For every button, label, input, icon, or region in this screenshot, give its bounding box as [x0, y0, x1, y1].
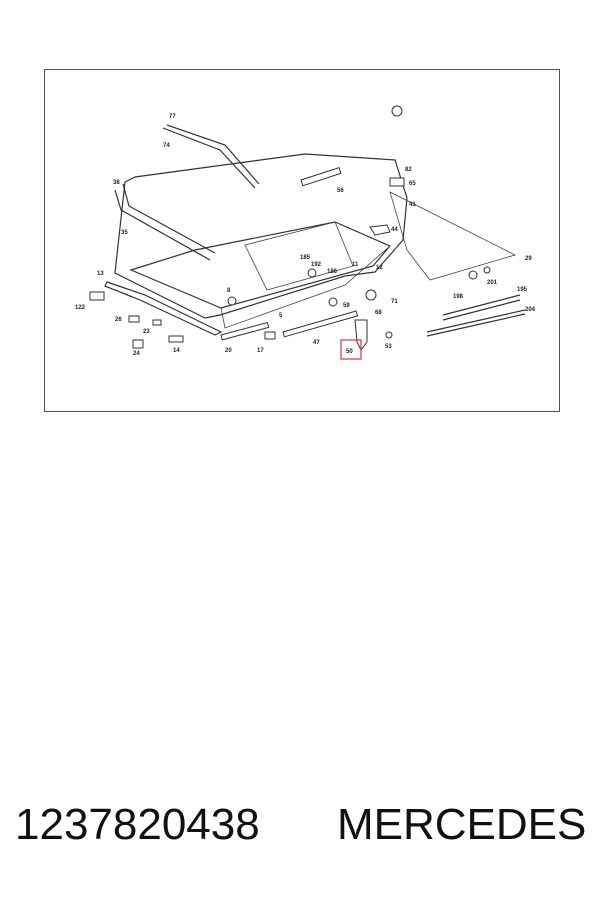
callout-59: 59 [343, 303, 350, 309]
roof-frame-outline [114, 153, 408, 319]
callout-13: 13 [97, 271, 104, 277]
callout-50: 50 [346, 349, 353, 355]
callout-192: 192 [311, 262, 322, 268]
top-rail-strip-inner [166, 124, 260, 185]
part-68 [365, 289, 377, 301]
callout-20: 20 [225, 348, 232, 354]
callout-24: 24 [133, 351, 140, 357]
strip-195-b [442, 299, 521, 321]
screw-82 [391, 105, 403, 117]
callout-65: 65 [409, 181, 416, 187]
part-44 [369, 224, 391, 236]
brand-name: MERCEDES [337, 800, 587, 849]
callout-44: 44 [391, 227, 398, 233]
callout-68: 68 [375, 310, 382, 316]
inner-panel [244, 221, 354, 291]
clip-24 [132, 339, 144, 349]
screw-53 [385, 331, 393, 339]
callout-122: 122 [75, 305, 86, 311]
screw-59 [328, 297, 338, 307]
seal-strip-56 [300, 167, 342, 187]
screw-198 [468, 270, 478, 280]
clip-122 [89, 291, 105, 301]
callout-38: 38 [113, 180, 120, 186]
callout-56: 56 [337, 188, 344, 194]
strip-204-b [426, 313, 526, 337]
nut-8 [227, 296, 237, 306]
callout-8: 8 [227, 288, 231, 294]
clip-23 [152, 319, 162, 326]
callout-71: 71 [391, 299, 398, 305]
parts-diagram-frame: 77 74 38 82 65 56 41 35 44 29 13 185 192… [44, 69, 560, 412]
callout-41: 41 [409, 202, 416, 208]
screw-201 [483, 266, 491, 274]
clip-14 [168, 335, 184, 343]
callout-29: 29 [525, 256, 532, 262]
callout-53: 53 [385, 344, 392, 350]
highlight-box [340, 339, 362, 360]
front-deflector-13 [104, 281, 223, 336]
callout-17: 17 [257, 348, 264, 354]
callout-82: 82 [405, 167, 412, 173]
sunroof-parts-diagram: 77 74 38 82 65 56 41 35 44 29 13 185 192… [75, 105, 536, 360]
callout-12: 12 [376, 265, 383, 271]
callout-185: 185 [300, 255, 311, 261]
nut-186 [307, 268, 317, 278]
callout-77: 77 [169, 114, 176, 120]
top-rail-strip [162, 127, 256, 189]
callout-11: 11 [352, 262, 359, 268]
callout-201: 201 [487, 280, 498, 286]
part-number: 1237820438 [15, 800, 260, 849]
clip-17 [264, 331, 276, 340]
callout-186: 186 [327, 269, 338, 275]
frame-front-edge [220, 245, 391, 329]
clip-65 [389, 177, 405, 187]
callout-5: 5 [279, 313, 283, 319]
callout-26: 26 [115, 317, 122, 323]
strip-204 [426, 309, 526, 333]
strip-20 [220, 321, 270, 341]
strip-47 [282, 310, 359, 338]
callout-23: 23 [143, 329, 150, 335]
callout-35: 35 [121, 230, 128, 236]
callout-198: 198 [453, 294, 464, 300]
side-rail-left-inner [122, 183, 216, 254]
bracket-50 [354, 319, 368, 351]
glass-panel [389, 191, 517, 281]
strip-195 [442, 294, 521, 316]
callout-204: 204 [525, 307, 536, 313]
side-rail-left [114, 189, 211, 261]
callout-47: 47 [313, 340, 320, 346]
clip-26 [128, 315, 140, 323]
callout-195: 195 [517, 287, 528, 293]
callout-74: 74 [163, 143, 170, 149]
callout-14: 14 [173, 348, 180, 354]
